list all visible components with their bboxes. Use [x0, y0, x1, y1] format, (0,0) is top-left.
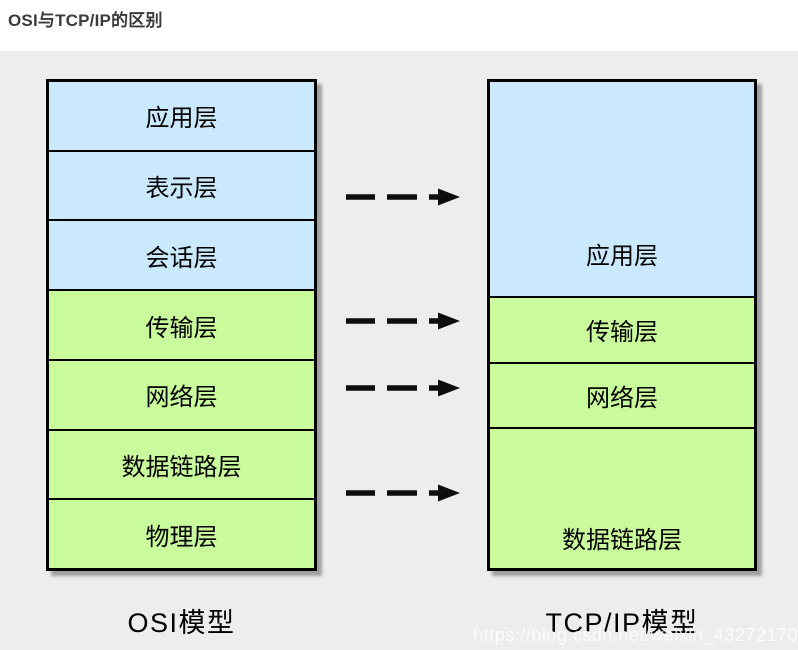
osi-layer-network: 网络层 [49, 358, 314, 429]
osi-model-stack: 应用层 表示层 会话层 传输层 网络层 数据链路层 物理层 [46, 79, 317, 571]
diagram-canvas: 应用层 表示层 会话层 传输层 网络层 数据链路层 物理层 应用层 传输层 网络… [0, 51, 798, 650]
layer-label: 应用层 [145, 105, 218, 133]
layer-label: 传输层 [145, 314, 218, 342]
layer-label: 传输层 [586, 319, 658, 347]
osi-layer-application: 应用层 [49, 82, 314, 150]
layer-label: 应用层 [586, 243, 658, 271]
tcpip-model-caption: TCP/IP模型 [545, 608, 699, 638]
layer-label: 网络层 [586, 384, 658, 412]
dashed-arrow-icon [346, 484, 460, 502]
layer-label: 数据链路层 [562, 526, 682, 554]
osi-layer-transport: 传输层 [49, 289, 314, 359]
tcpip-model-stack: 应用层 传输层 网络层 数据链路层 [487, 79, 757, 571]
tcpip-layer-network: 网络层 [490, 361, 754, 427]
osi-layer-session: 会话层 [49, 219, 314, 290]
tcpip-layer-application: 应用层 [490, 82, 754, 297]
dashed-arrow-icon [346, 379, 460, 397]
osi-model-caption: OSI模型 [127, 608, 236, 638]
layer-label: 物理层 [145, 523, 218, 551]
layer-label: 数据链路层 [121, 453, 242, 481]
layer-label: 会话层 [145, 244, 218, 272]
page-title: OSI与TCP/IP的区别 [8, 11, 163, 30]
tcpip-layer-transport: 传输层 [490, 296, 754, 362]
layer-label: 网络层 [145, 384, 218, 412]
osi-layer-physical: 物理层 [49, 498, 314, 569]
osi-layer-datalink: 数据链路层 [49, 428, 314, 499]
tcpip-layer-datalink: 数据链路层 [490, 426, 754, 568]
dashed-arrow-icon [346, 188, 460, 206]
dashed-arrow-icon [346, 312, 460, 330]
layer-label: 表示层 [145, 175, 218, 203]
osi-layer-presentation: 表示层 [49, 149, 314, 220]
